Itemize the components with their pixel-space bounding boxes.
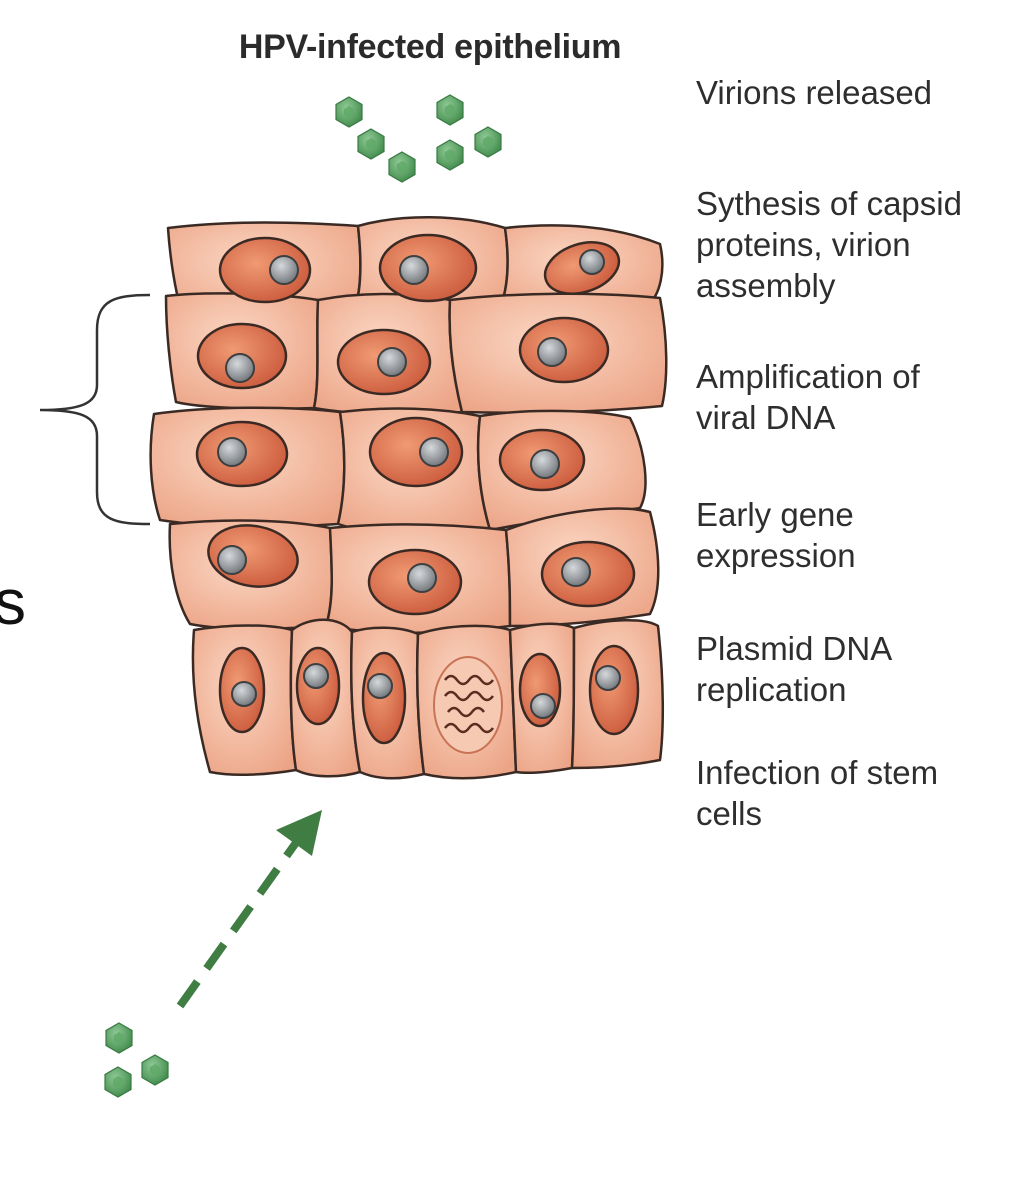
virion-icon	[436, 94, 464, 126]
stage-label-stem-cell-infection: Infection of stem cells	[696, 754, 939, 832]
nucleolus	[595, 665, 621, 691]
stage-label-dna-amplification: Amplification of viral DNA	[696, 358, 920, 436]
nucleolus	[225, 353, 255, 383]
virion-icon	[388, 151, 416, 183]
virion-icon	[141, 1054, 169, 1086]
nucleolus	[217, 545, 247, 575]
virion-icon	[436, 139, 464, 171]
nucleolus	[407, 563, 437, 593]
stage-label-capsid-synthesis: Sythesis of capsid proteins, virion asse…	[696, 185, 962, 304]
stage-label-plasmid-replication: Plasmid DNA replication	[696, 630, 891, 708]
nucleus	[218, 236, 312, 304]
virion-icon	[105, 1022, 133, 1054]
stage-label-early-gene-expression: Early gene expression	[696, 496, 856, 574]
dashed-arrow	[176, 810, 322, 1009]
nucleolus	[579, 249, 605, 275]
nucleolus	[399, 255, 429, 285]
mitotic-chromosomes	[433, 656, 503, 754]
nucleolus	[231, 681, 257, 707]
virion-icon	[104, 1066, 132, 1098]
released-virions	[335, 94, 502, 183]
incoming-virions	[104, 1022, 169, 1098]
nucleolus	[530, 449, 560, 479]
virion-icon	[335, 96, 363, 128]
cutoff-text-fragment: s	[0, 566, 26, 638]
nucleus	[588, 644, 640, 736]
virion-icon	[474, 126, 502, 158]
nucleolus	[377, 347, 407, 377]
bracket	[39, 293, 151, 526]
nucleolus	[561, 557, 591, 587]
nucleolus	[530, 693, 556, 719]
stage-label-virions-released: Virions released	[696, 74, 933, 111]
nucleolus	[303, 663, 329, 689]
nucleolus	[269, 255, 299, 285]
nucleolus	[217, 437, 247, 467]
nucleolus	[367, 673, 393, 699]
nucleus	[368, 416, 464, 488]
nucleolus	[537, 337, 567, 367]
nucleolus	[419, 437, 449, 467]
diagram-title: HPV-infected epithelium	[238, 28, 622, 66]
nucleoli	[217, 249, 621, 719]
virion-icon	[357, 128, 385, 160]
